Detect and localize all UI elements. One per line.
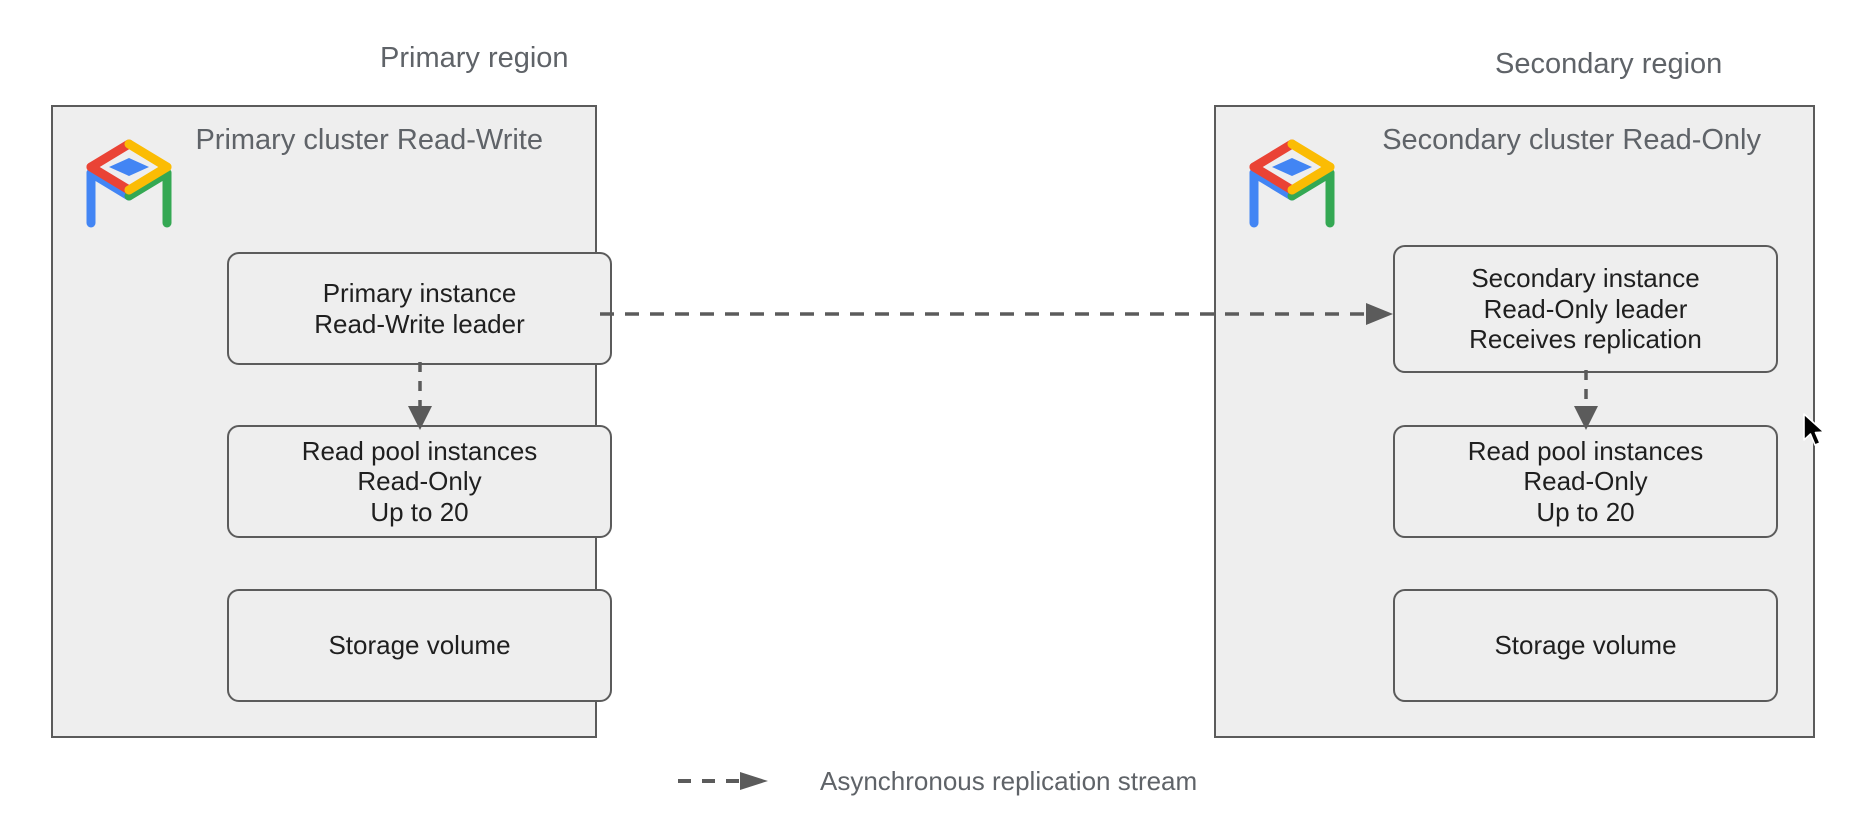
node-line: Read-Only leader bbox=[1483, 293, 1688, 324]
alloydb-logo bbox=[79, 131, 179, 231]
node-line: Read-Write leader bbox=[314, 308, 525, 339]
secondary-cluster-title-line2: Read-Only bbox=[1622, 124, 1761, 156]
connector-primary-instance-to-read-pool bbox=[392, 362, 448, 432]
connector-cross-region-replication bbox=[600, 298, 1400, 330]
secondary-region-caption: Secondary region bbox=[1495, 48, 1723, 80]
node-line: Read pool instances bbox=[301, 435, 538, 466]
node-primary-instance: Primary instance Read-Write leader bbox=[227, 252, 612, 365]
node-line: Storage volume bbox=[328, 630, 511, 661]
legend: Asynchronous replication stream bbox=[676, 768, 1197, 794]
node-line: Storage volume bbox=[1494, 630, 1677, 661]
node-line: Up to 20 bbox=[1536, 496, 1635, 527]
node-secondary-storage-volume: Storage volume bbox=[1393, 589, 1778, 702]
node-primary-storage-volume: Storage volume bbox=[227, 589, 612, 702]
dashed-arrow-icon bbox=[676, 771, 772, 791]
secondary-cluster-title-line1: Secondary cluster bbox=[1382, 124, 1615, 156]
alloydb-logo bbox=[1242, 131, 1342, 231]
node-line: Up to 20 bbox=[370, 496, 469, 527]
node-line: Read pool instances bbox=[1467, 435, 1704, 466]
primary-cluster-title-line1: Primary cluster bbox=[195, 124, 389, 156]
node-line: Receives replication bbox=[1469, 324, 1702, 355]
node-secondary-instance: Secondary instance Read-Only leader Rece… bbox=[1393, 245, 1778, 373]
primary-region-caption: Primary region bbox=[380, 42, 569, 74]
node-line: Read-Only bbox=[357, 466, 482, 497]
node-line: Primary instance bbox=[322, 278, 517, 309]
node-line: Read-Only bbox=[1523, 466, 1648, 497]
node-line: Secondary instance bbox=[1471, 263, 1700, 294]
secondary-cluster-title: Secondary cluster Read-Only bbox=[1382, 122, 1761, 159]
primary-cluster-title-line2: Read-Write bbox=[396, 124, 543, 156]
node-secondary-read-pool: Read pool instances Read-Only Up to 20 bbox=[1393, 425, 1778, 538]
legend-label: Asynchronous replication stream bbox=[820, 766, 1198, 796]
node-primary-read-pool: Read pool instances Read-Only Up to 20 bbox=[227, 425, 612, 538]
primary-cluster-title: Primary cluster Read-Write bbox=[195, 122, 543, 159]
connector-secondary-instance-to-read-pool bbox=[1558, 370, 1614, 432]
